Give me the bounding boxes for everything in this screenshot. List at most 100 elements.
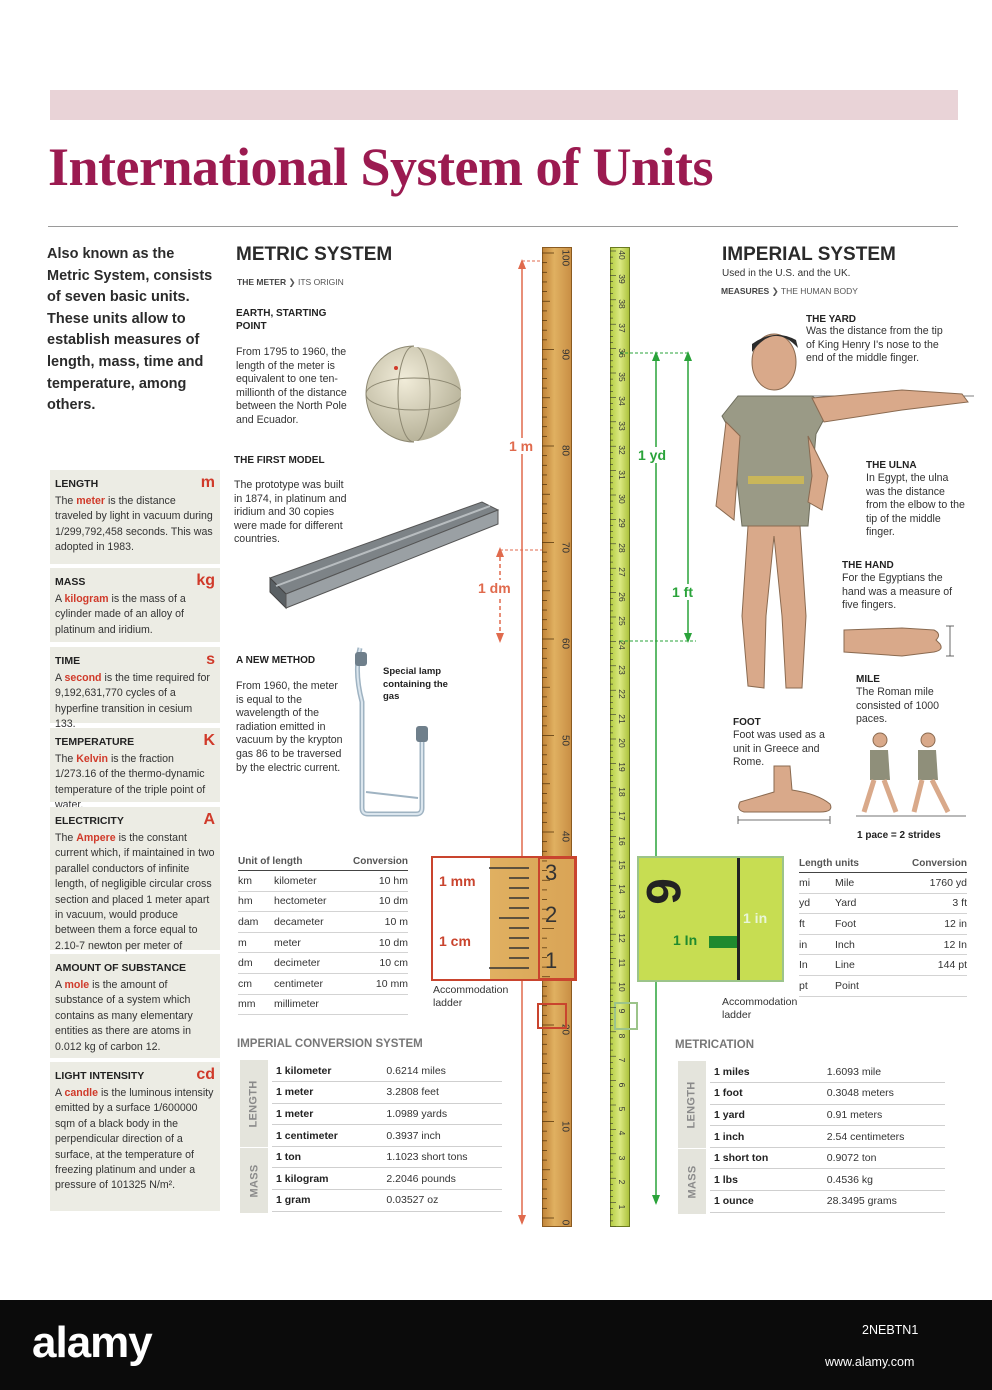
unit-conversion: 10 hm <box>339 870 408 892</box>
unit-name: LIGHT INTENSITY <box>55 1070 145 1082</box>
page-title: International System of Units <box>48 137 714 197</box>
conversion-to: 2.54 centimeters <box>822 1125 945 1148</box>
unit-desc-pre: The <box>55 495 77 507</box>
pace-label: 1 pace = 2 strides <box>857 830 941 841</box>
unit-full-name: hectometer <box>274 891 340 913</box>
metrication-length-tag: LENGTH <box>678 1061 706 1148</box>
unit-desc-post: is the luminous intensity emitted by a s… <box>55 1087 214 1192</box>
one-centimeter-label: 1 cm <box>439 933 471 949</box>
unit-abbrev: cm <box>238 973 274 995</box>
new-method-heading: A NEW METHOD <box>236 655 316 666</box>
unit-conversion: 10 mm <box>339 973 408 995</box>
unit-symbol: m <box>200 474 215 491</box>
one-decimeter-label: 1 dm <box>476 580 513 596</box>
metrication-mass-tag: MASS <box>678 1149 706 1214</box>
lamp-label: Special lamp containing the gas <box>383 666 448 702</box>
unit-full-name: Mile <box>835 872 876 894</box>
unit-name: TEMPERATURE <box>55 736 135 748</box>
conversion-to: 3.2808 feet <box>382 1081 502 1104</box>
conversion-from: 1 inch <box>710 1125 823 1148</box>
chevron-right-icon: ❯ <box>288 277 298 287</box>
conversion-from: 1 centimeter <box>272 1124 383 1147</box>
conversion-to: 0.6214 miles <box>382 1060 502 1083</box>
unit-desc-pre: A <box>55 979 65 991</box>
conversion-to: 1.0989 yards <box>382 1103 502 1126</box>
unit-symbol: kg <box>196 572 215 589</box>
metric-ruler-ticks <box>542 252 554 1219</box>
unit-symbol: K <box>203 732 215 749</box>
unit-desc-pre: A <box>55 1087 65 1099</box>
unit-desc-post: is the distance traveled by light in vac… <box>55 495 213 554</box>
imperial-sub-rest: THE HUMAN BODY <box>780 286 858 296</box>
unit-conversion: 1760 yd <box>875 872 967 894</box>
conversion-to: 0.9072 ton <box>822 1147 945 1170</box>
mile-heading: MILE <box>856 674 880 685</box>
conversion-from: 1 yard <box>710 1104 823 1127</box>
first-model-heading: THE FIRST MODEL <box>234 455 325 466</box>
unit-desc-pre: A <box>55 593 65 605</box>
one-inch-label: 1 in <box>743 910 768 926</box>
conversion-to: 0.03527 oz <box>382 1189 502 1212</box>
conversion-from: 1 meter <box>272 1081 383 1104</box>
unit-abbrev: In <box>799 954 835 976</box>
unit-full-name: Inch <box>835 934 876 956</box>
unit-desc-post: is the constant current which, if mainta… <box>55 832 215 967</box>
unit-abbrev: hm <box>238 891 274 913</box>
conversion-from: 1 gram <box>272 1189 383 1212</box>
footer-image-code: 2NEBTN1 <box>862 1323 919 1337</box>
unit-desc-post: is the fraction 1/273.16 of the thermo-d… <box>55 753 206 812</box>
metrication-title: METRICATION <box>675 1039 755 1051</box>
conversion-from: 1 foot <box>710 1082 823 1105</box>
walking-men-icon <box>856 732 966 817</box>
unit-conversion: 10 dm <box>339 891 408 913</box>
unit-symbol: cd <box>196 1066 215 1083</box>
unit-card-header: TEMPERATURE K <box>55 732 215 749</box>
footer-logo: alamy <box>32 1318 153 1367</box>
conversion-from: 1 kilogram <box>272 1167 383 1191</box>
imperial-title: IMPERIAL SYSTEM <box>722 244 896 265</box>
conversion-to: 2.2046 pounds <box>382 1167 502 1191</box>
metric-zoom-source <box>537 1003 567 1029</box>
unit-abbrev: mi <box>799 872 835 894</box>
metric-zoom-ticks <box>489 857 576 980</box>
unit-description: A kilogram is the mass of a cylinder mad… <box>55 592 215 638</box>
hand-icon <box>843 625 954 657</box>
unit-full-name: kilometer <box>274 870 340 892</box>
earth-globe-icon <box>365 345 463 443</box>
unit-conversion: 10 dm <box>339 932 408 954</box>
unit-name: ELECTRICITY <box>55 815 124 827</box>
conversion-from: 1 meter <box>272 1103 383 1126</box>
imperial-accommodation-label: Accommodation ladder <box>722 996 798 1021</box>
imperial-conversion-length-tag: LENGTH <box>240 1060 268 1147</box>
unit-name: LENGTH <box>55 478 99 490</box>
unit-desc-post: is the mass of a cylinder made of an all… <box>55 593 186 636</box>
roman-man-icon <box>715 333 974 689</box>
imperial-length-col2: Conversion <box>875 858 967 873</box>
unit-term: candle <box>64 1087 98 1099</box>
unit-full-name: Point <box>835 975 876 997</box>
ulna-text: In Egypt, the ulna was the distance from… <box>866 472 965 539</box>
header-band <box>50 90 958 120</box>
unit-description: The Kelvin is the fraction 1/273.16 of t… <box>55 752 215 814</box>
unit-full-name: centimeter <box>274 973 340 995</box>
metric-title: METRIC SYSTEM <box>236 244 393 265</box>
unit-term: second <box>64 672 102 684</box>
conversion-to: 0.3937 inch <box>382 1124 502 1147</box>
earth-text: From 1795 to 1960, the length of the met… <box>236 346 347 426</box>
footer-url: www.alamy.com <box>825 1355 915 1369</box>
